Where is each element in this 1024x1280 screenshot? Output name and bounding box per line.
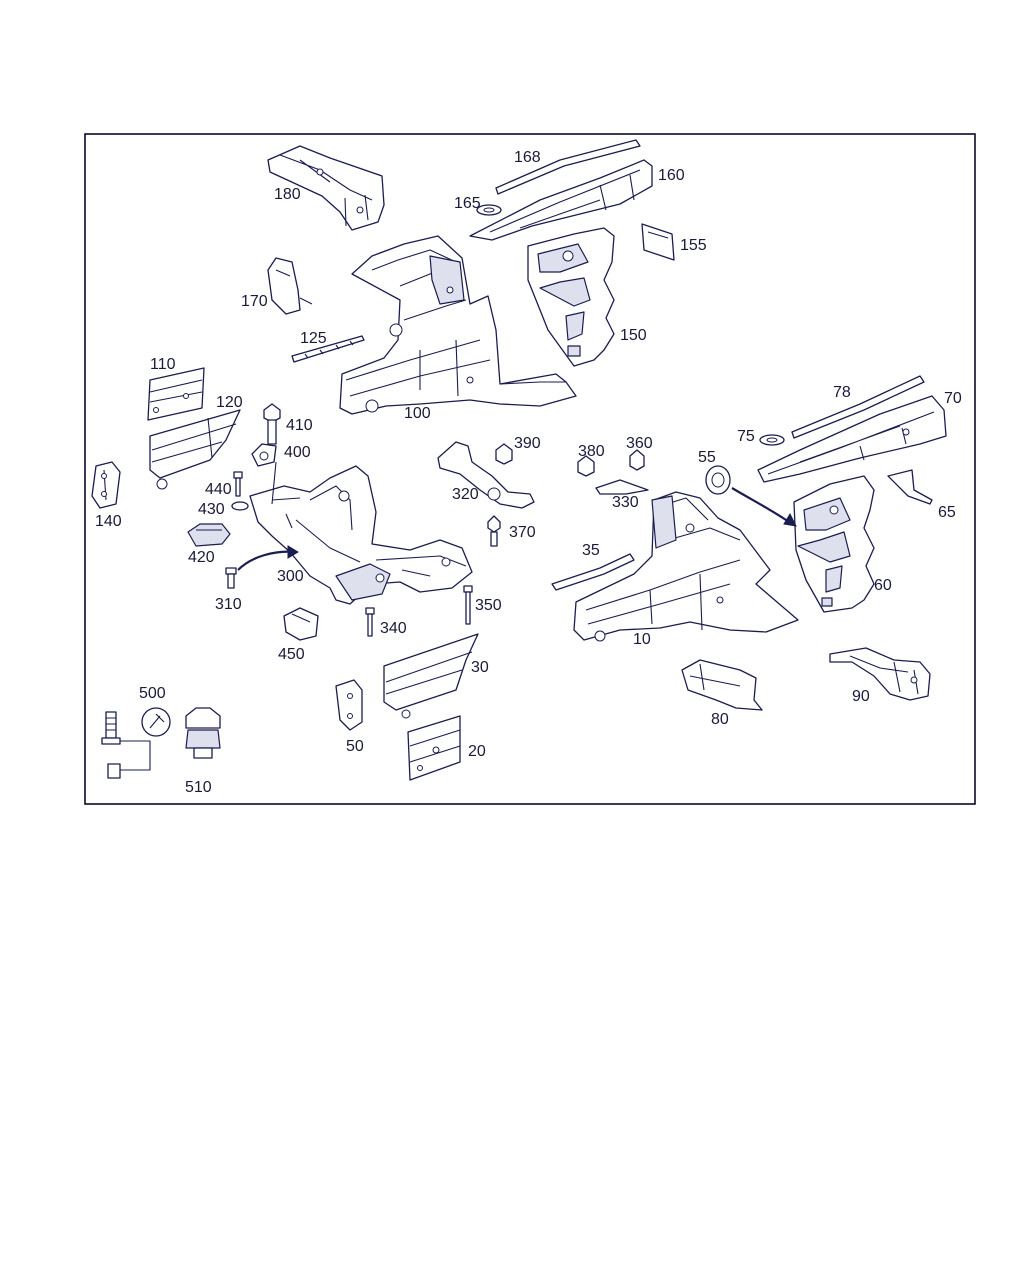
part-90-drawing: [829, 647, 931, 701]
part-78-drawing: [791, 375, 925, 439]
part-440-drawing: [233, 471, 243, 497]
label-110: 110: [150, 356, 176, 373]
part-410-drawing: [263, 403, 281, 445]
part-100-drawing: [339, 235, 577, 415]
label-180: 180: [274, 186, 301, 203]
part-120-drawing: [149, 409, 241, 490]
label-55: 55: [698, 449, 716, 466]
part-20-drawing: [407, 715, 461, 781]
part-370-drawing: [487, 515, 501, 547]
part-155-drawing: [641, 223, 675, 261]
label-380: 380: [578, 443, 605, 460]
label-340: 340: [380, 620, 407, 637]
arrow-300: [237, 545, 299, 571]
label-155: 155: [680, 237, 707, 254]
label-100: 100: [404, 405, 431, 422]
part-125-drawing: [291, 335, 365, 363]
part-320-drawing: [437, 441, 535, 509]
part-400-drawing: [251, 443, 277, 467]
label-165: 165: [454, 195, 481, 212]
label-35: 35: [582, 542, 600, 559]
part-430-drawing: [231, 501, 249, 511]
diagram-frame: [84, 133, 976, 805]
label-168: 168: [514, 149, 541, 166]
part-75-drawing: [759, 434, 785, 446]
label-125: 125: [300, 330, 327, 347]
part-50-drawing: [335, 679, 363, 731]
label-300: 300: [277, 568, 304, 585]
label-75: 75: [737, 428, 755, 445]
label-450: 450: [278, 646, 305, 663]
part-80-drawing: [681, 659, 763, 711]
part-35-drawing: [551, 553, 635, 591]
part-165-drawing: [476, 204, 502, 216]
part-140-drawing: [91, 461, 121, 509]
part-170-drawing: [267, 257, 313, 315]
arrow-60: [731, 487, 797, 527]
label-65: 65: [938, 504, 956, 521]
part-150-drawing: [527, 227, 615, 367]
label-390: 390: [514, 435, 541, 452]
label-90: 90: [852, 688, 870, 705]
label-370: 370: [509, 524, 536, 541]
part-310-drawing: [225, 567, 237, 589]
part-160-drawing: [469, 159, 653, 241]
part-168-drawing: [495, 139, 641, 195]
part-300-drawing: [249, 465, 473, 605]
label-360: 360: [626, 435, 653, 452]
label-420: 420: [188, 549, 215, 566]
part-360-drawing: [629, 449, 645, 471]
label-60: 60: [874, 577, 892, 594]
part-500-drawing: [101, 707, 171, 779]
label-160: 160: [658, 167, 685, 184]
part-420-drawing: [187, 523, 231, 547]
part-10-drawing: [573, 491, 799, 642]
part-30-drawing: [383, 633, 479, 719]
part-55-drawing: [705, 465, 731, 495]
label-430: 430: [198, 501, 225, 518]
label-170: 170: [241, 293, 268, 310]
part-330-drawing: [595, 479, 649, 495]
label-50: 50: [346, 738, 364, 755]
label-510: 510: [185, 779, 212, 796]
part-110-drawing: [147, 367, 205, 421]
label-70: 70: [944, 390, 962, 407]
label-140: 140: [95, 513, 122, 530]
part-390-drawing: [495, 443, 513, 465]
label-500: 500: [139, 685, 166, 702]
label-10: 10: [633, 631, 651, 648]
part-340-drawing: [365, 607, 375, 637]
label-30: 30: [471, 659, 489, 676]
label-20: 20: [468, 743, 486, 760]
label-310: 310: [215, 596, 242, 613]
part-70-drawing: [757, 395, 947, 483]
leader-lines: [271, 461, 293, 529]
part-510-drawing: [185, 707, 221, 759]
label-410: 410: [286, 417, 313, 434]
part-180-drawing: [267, 145, 385, 231]
label-80: 80: [711, 711, 729, 728]
part-60-drawing: [793, 475, 875, 613]
label-150: 150: [620, 327, 647, 344]
label-120: 120: [216, 394, 243, 411]
label-78: 78: [833, 384, 851, 401]
part-450-drawing: [283, 607, 319, 641]
label-320: 320: [452, 486, 479, 503]
label-350: 350: [475, 597, 502, 614]
label-400: 400: [284, 444, 311, 461]
part-65-drawing: [887, 469, 933, 505]
part-380-drawing: [577, 455, 595, 477]
part-350-drawing: [463, 585, 473, 625]
label-440: 440: [205, 481, 232, 498]
label-330: 330: [612, 494, 639, 511]
